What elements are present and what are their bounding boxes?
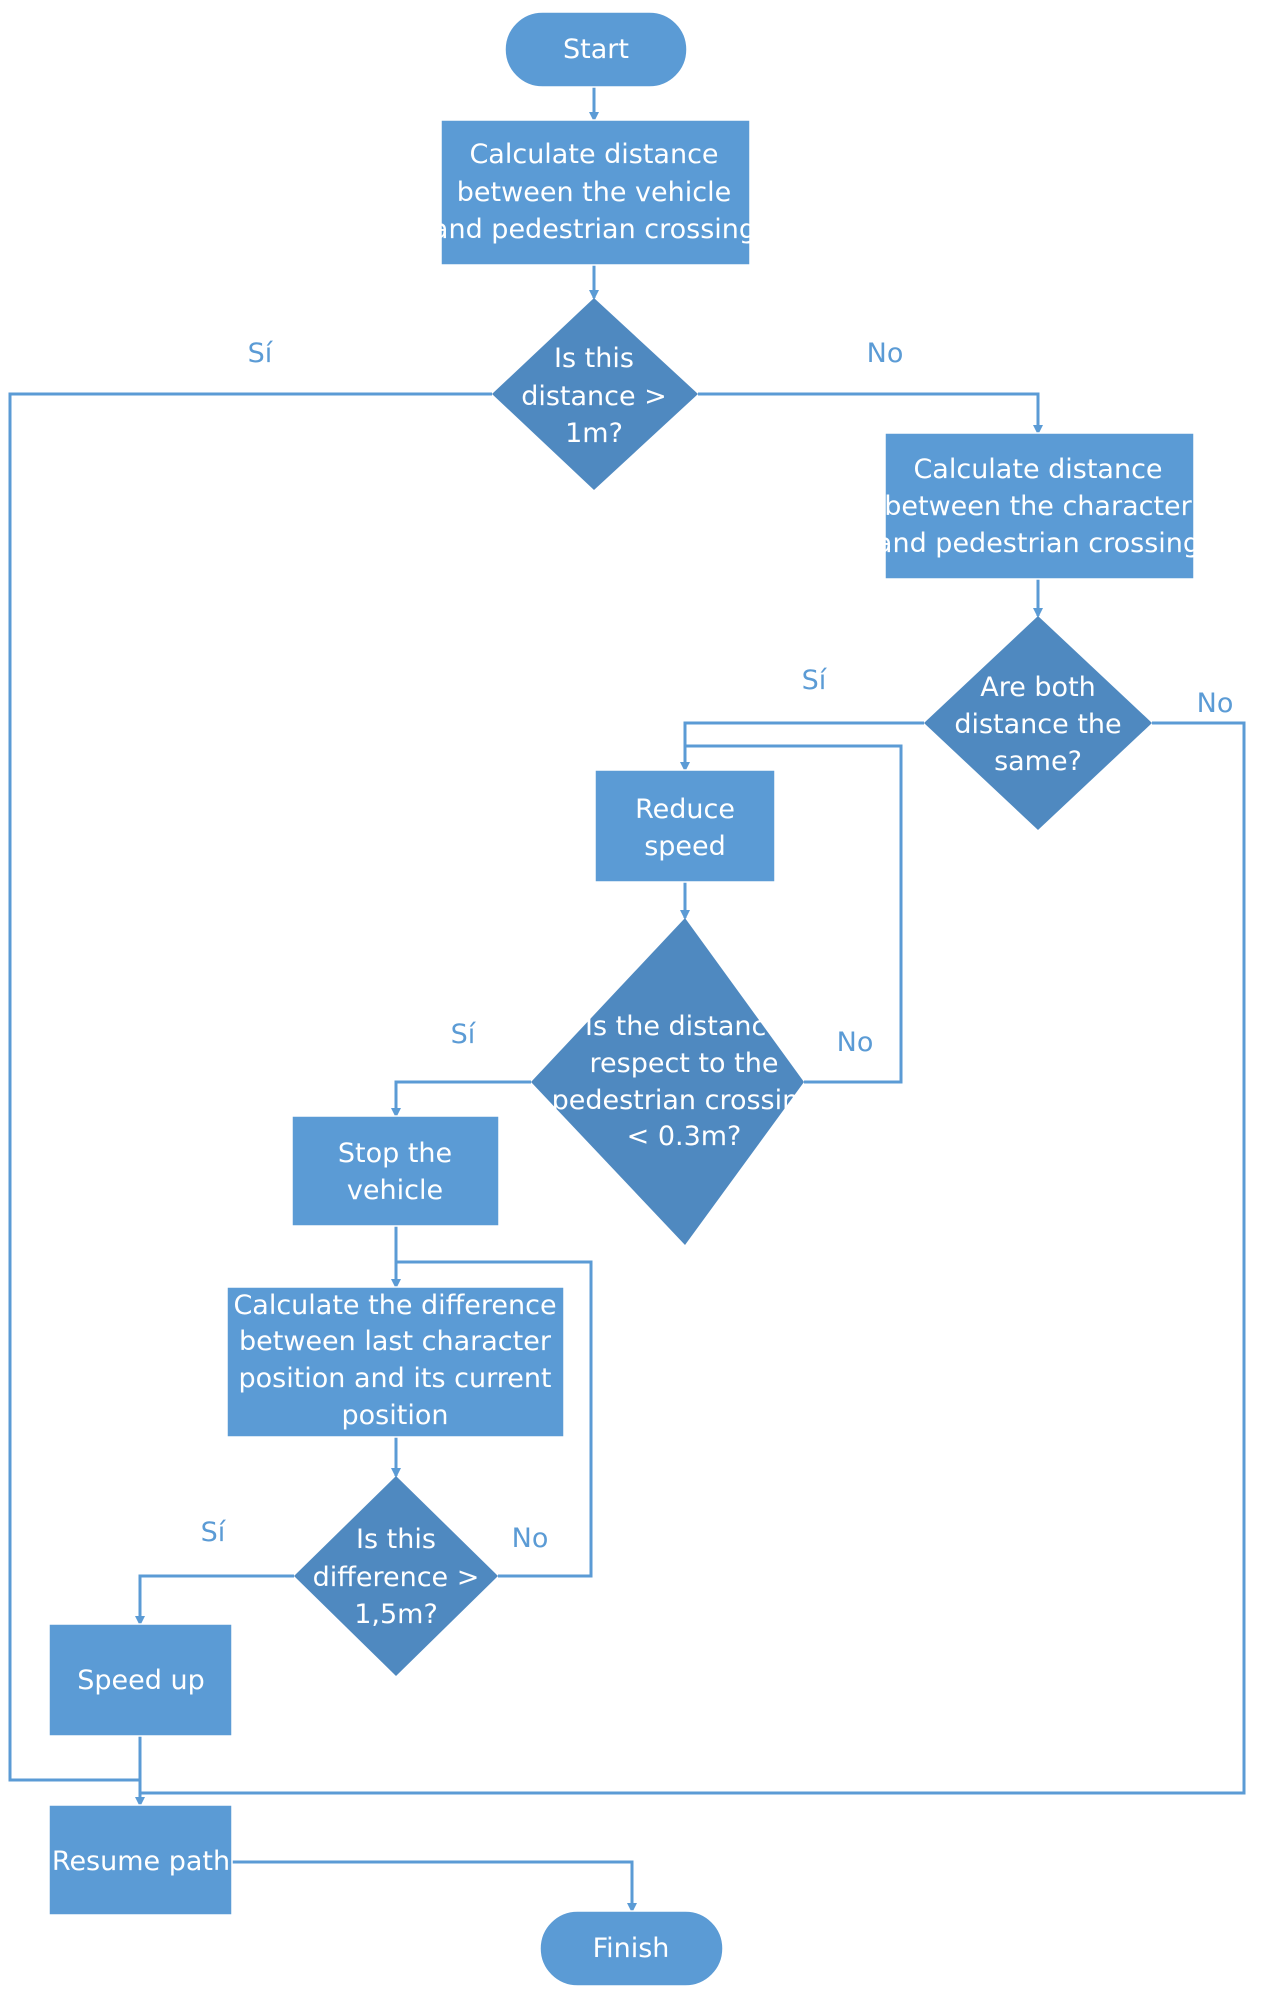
calc-difference-line-4: position <box>342 1400 449 1431</box>
calc-character-distance-line-1: Calculate distance <box>913 454 1162 485</box>
finish-terminal-shape <box>539 1910 724 1987</box>
same-distance-decision: Are both distance the same? <box>924 616 1152 830</box>
same-distance-decision-shape <box>924 616 1152 830</box>
connector-decision4-no <box>396 1260 593 1578</box>
edge-label-d2-no: No <box>1197 688 1234 719</box>
calc-difference-line-3: position and its current <box>238 1363 551 1394</box>
calc-character-distance-process: Calculate distance between the character… <box>876 432 1200 580</box>
stop-vehicle-shape <box>291 1115 500 1227</box>
connector-decision4-yes <box>135 1574 294 1626</box>
calc-difference-process: Calculate the difference between last ch… <box>226 1286 565 1438</box>
edge-label-d1-yes: Sí <box>248 338 274 369</box>
start-terminal: Start <box>504 11 688 88</box>
resume-path-shape <box>48 1804 233 1916</box>
speed-up-label: Speed up <box>77 1665 204 1696</box>
difference-15m-decision-shape <box>294 1476 498 1676</box>
distance-03m-decision-line-3: pedestrian crossing <box>552 1085 817 1116</box>
connector-decision3-no <box>685 744 903 1084</box>
finish-terminal: Finish <box>539 1910 724 1987</box>
connector-decision2-yes <box>680 721 924 772</box>
edge-labels: Sí No Sí No Sí No Sí No <box>201 338 1234 1554</box>
same-distance-decision-line-2: distance the <box>954 709 1121 740</box>
distance-03m-decision-line-1: Is the distance <box>585 1011 783 1042</box>
distance-03m-decision-shape <box>531 918 804 1245</box>
reduce-speed-shape <box>594 769 776 883</box>
calc-vehicle-distance-process: Calculate distance between the vehicle a… <box>432 119 756 266</box>
reduce-speed-line-2: speed <box>644 831 726 862</box>
reduce-speed-line-1: Reduce <box>635 794 735 825</box>
difference-15m-decision-line-1: Is this <box>356 1524 436 1555</box>
calc-difference-shape <box>226 1286 565 1438</box>
edge-label-d3-no: No <box>837 1027 874 1058</box>
same-distance-decision-line-1: Are both <box>980 672 1096 703</box>
connector-decision3-yes <box>391 1080 531 1118</box>
calc-difference-line-1: Calculate the difference <box>233 1290 556 1321</box>
connector-decision1-no <box>698 392 1043 435</box>
stop-vehicle-line-2: vehicle <box>347 1175 443 1206</box>
calc-character-distance-line-3: and pedestrian crossing <box>876 528 1200 559</box>
same-distance-decision-line-3: same? <box>994 746 1082 777</box>
connector-resume-to-finish <box>232 1860 637 1913</box>
start-label: Start <box>563 34 629 65</box>
edge-label-d1-no: No <box>867 338 904 369</box>
finish-label: Finish <box>593 1933 670 1964</box>
connector-decision1-yes <box>8 392 492 1782</box>
speed-up-process: Speed up <box>48 1623 233 1737</box>
distance-03m-decision-line-2: respect to the <box>590 1048 779 1079</box>
difference-15m-decision-line-3: 1,5m? <box>354 1599 438 1630</box>
edge-label-d2-yes: Sí <box>802 665 828 696</box>
calc-character-distance-shape <box>884 432 1195 580</box>
distance-1m-decision-line-3: 1m? <box>565 418 623 449</box>
difference-15m-decision-line-2: difference > <box>313 1562 480 1593</box>
edge-label-d3-yes: Sí <box>451 1019 477 1050</box>
resume-path-label: Resume path <box>52 1846 230 1877</box>
calc-vehicle-distance-line-1: Calculate distance <box>469 139 718 170</box>
resume-path-process: Resume path <box>48 1804 233 1916</box>
calc-character-distance-line-2: between the character <box>884 491 1192 522</box>
edge-label-d4-yes: Sí <box>201 1517 227 1548</box>
speed-up-shape <box>48 1623 233 1737</box>
connectors <box>8 87 1246 1913</box>
stop-vehicle-line-1: Stop the <box>338 1138 452 1169</box>
distance-03m-decision: Is the distance respect to the pedestria… <box>531 918 816 1245</box>
connector-decision2-no <box>140 721 1246 1795</box>
calc-vehicle-distance-line-2: between the vehicle <box>457 177 731 208</box>
distance-1m-decision-line-1: Is this <box>554 343 634 374</box>
reduce-speed-process: Reduce speed <box>594 769 776 883</box>
distance-03m-decision-line-4: < 0.3m? <box>627 1121 742 1152</box>
calc-vehicle-distance-line-3: and pedestrian crossing <box>432 214 756 245</box>
stop-vehicle-process: Stop the vehicle <box>291 1115 500 1227</box>
difference-15m-decision: Is this difference > 1,5m? <box>294 1476 498 1676</box>
calc-difference-line-2: between last character <box>239 1326 552 1357</box>
distance-1m-decision: Is this distance > 1m? <box>492 298 698 490</box>
edge-label-d4-no: No <box>512 1523 549 1554</box>
distance-1m-decision-shape <box>492 298 698 490</box>
calc-vehicle-distance-shape <box>440 119 751 266</box>
start-terminal-shape <box>504 11 688 88</box>
distance-1m-decision-line-2: distance > <box>521 381 667 412</box>
